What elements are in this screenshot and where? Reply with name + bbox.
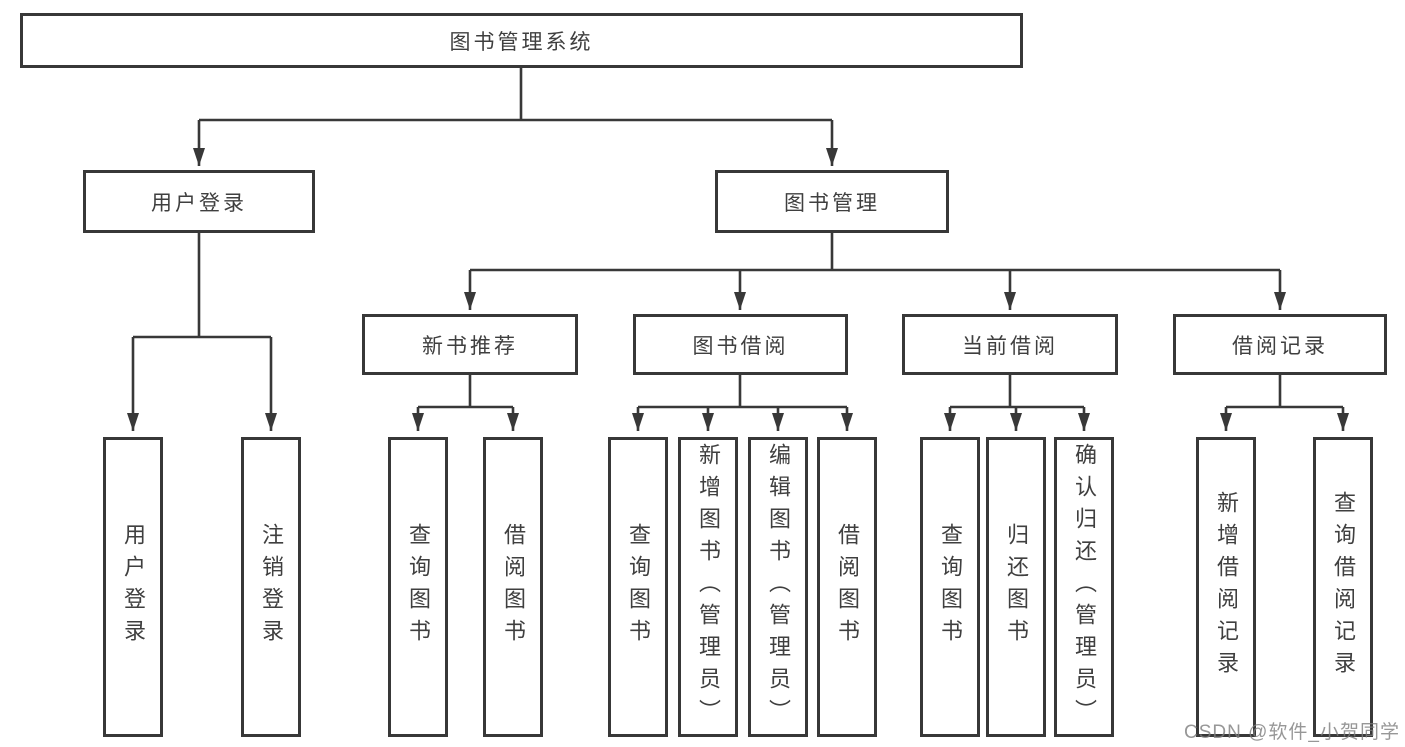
watermark-text: CSDN @软件_小贺同学 <box>1184 722 1400 743</box>
leaf-label: 注销登录 <box>259 523 284 651</box>
node-book-management: 图书管理 <box>715 170 949 233</box>
leaf-user-login: 用户登录 <box>103 437 163 737</box>
node-book-borrow: 图书借阅 <box>633 314 848 375</box>
leaf-query-books-recommend: 查询图书 <box>388 437 448 737</box>
leaf-add-book-admin: 新增图书（管理员） <box>678 437 738 737</box>
leaf-edit-book-admin: 编辑图书（管理员） <box>748 437 808 737</box>
leaf-label: 借阅图书 <box>501 523 526 651</box>
leaf-borrow-books-recommend: 借阅图书 <box>483 437 543 737</box>
leaf-label: 归还图书 <box>1004 523 1029 651</box>
leaf-label: 借阅图书 <box>835 523 860 651</box>
leaf-borrow-books: 借阅图书 <box>817 437 877 737</box>
leaf-label: 查询图书 <box>406 523 431 651</box>
leaf-return-book: 归还图书 <box>986 437 1046 737</box>
leaf-label: 确认归还（管理员） <box>1072 443 1097 731</box>
node-library-system: 图书管理系统 <box>20 13 1023 68</box>
leaf-add-borrow-record: 新增借阅记录 <box>1196 437 1256 737</box>
leaf-label: 新增借阅记录 <box>1214 491 1239 683</box>
node-new-book-recommend: 新书推荐 <box>362 314 578 375</box>
leaf-label: 编辑图书（管理员） <box>766 443 791 731</box>
leaf-label: 查询图书 <box>938 523 963 651</box>
leaf-label: 查询图书 <box>626 523 651 651</box>
leaf-label: 查询借阅记录 <box>1331 491 1356 683</box>
node-current-borrow: 当前借阅 <box>902 314 1118 375</box>
leaf-label: 用户登录 <box>121 523 146 651</box>
leaf-query-books-current: 查询图书 <box>920 437 980 737</box>
leaf-query-books-borrow: 查询图书 <box>608 437 668 737</box>
node-borrow-records: 借阅记录 <box>1173 314 1387 375</box>
node-user-login: 用户登录 <box>83 170 315 233</box>
leaf-logout: 注销登录 <box>241 437 301 737</box>
leaf-query-borrow-record: 查询借阅记录 <box>1313 437 1373 737</box>
leaf-confirm-return-admin: 确认归还（管理员） <box>1054 437 1114 737</box>
leaf-label: 新增图书（管理员） <box>696 443 721 731</box>
